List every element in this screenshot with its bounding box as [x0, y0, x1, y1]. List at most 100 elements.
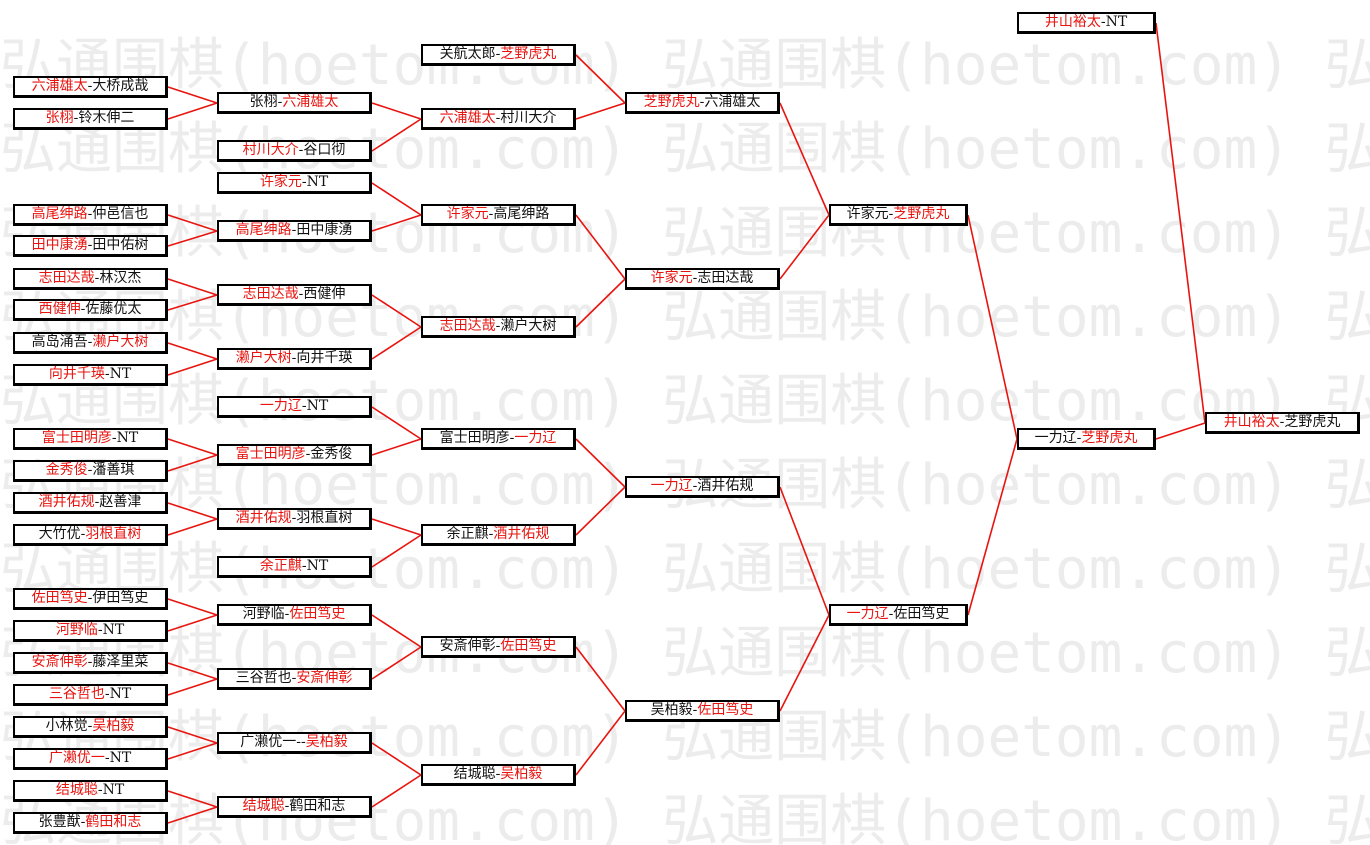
separator: -	[692, 478, 698, 494]
player-b: 濑户大树	[92, 334, 149, 350]
player-a: 许家元	[446, 206, 489, 222]
player-b: 吴柏毅	[305, 734, 348, 750]
player-b: 鹤田和志	[85, 814, 142, 830]
player-b: NT	[109, 366, 132, 382]
player-b: 铃木伸二	[78, 110, 135, 126]
connector-line	[167, 278, 218, 296]
separator: -	[80, 814, 86, 830]
match-box-r3-5: 富士田明彦-一力辽	[421, 428, 576, 450]
match-box-r4-3: 一力辽-酒井佑规	[625, 476, 780, 498]
player-a: 河野临	[242, 606, 285, 622]
match-box-r1-20: 张豊猷-鹤田和志	[13, 812, 168, 834]
separator: -	[495, 638, 501, 654]
player-b: 芝野虎丸	[1284, 414, 1341, 430]
player-b: 芝野虎丸	[1081, 430, 1138, 446]
separator: --	[296, 734, 306, 750]
player-a: 六浦雄太	[31, 78, 88, 94]
player-a: 一力辽	[1034, 430, 1077, 446]
match-box-r1-3: 高尾绅路-仲邑信也	[13, 204, 168, 226]
connector-line	[167, 614, 218, 632]
separator: -	[277, 94, 283, 110]
player-a: 许家元	[846, 206, 889, 222]
connector-line	[167, 518, 218, 536]
match-box-r2-6: 濑户大树-向井千瑛	[217, 348, 372, 370]
player-a: 河野临	[55, 622, 98, 638]
player-b: 佐田笃史	[289, 606, 346, 622]
connector-line	[167, 598, 218, 616]
connector-line	[575, 278, 626, 328]
connector-line	[967, 438, 1018, 616]
match-box-r4-2: 许家元-志田达哉	[625, 268, 780, 290]
connector-line	[167, 358, 218, 376]
connector-line	[371, 102, 422, 120]
separator: -	[699, 94, 705, 110]
player-b: 一力辽	[514, 430, 557, 446]
connector-line	[371, 438, 422, 456]
separator: -	[509, 430, 515, 446]
connector-line	[371, 646, 422, 680]
player-a: 余正麒	[259, 558, 302, 574]
player-b: 羽根直树	[296, 510, 353, 526]
match-box-r2-11: 河野临-佐田笃史	[217, 604, 372, 626]
match-box-r1-1: 六浦雄太-大桥成哉	[13, 76, 168, 98]
player-a: 小林觉	[45, 718, 88, 734]
connector-line	[167, 662, 218, 680]
connector-line	[779, 614, 830, 712]
player-a: 志田达哉	[439, 318, 496, 334]
match-box-final: 井山裕太-芝野虎丸	[1205, 412, 1360, 434]
separator: -	[692, 270, 698, 286]
separator: -	[87, 237, 93, 253]
player-a: 村川大介	[242, 142, 299, 158]
player-b: NT	[306, 398, 329, 414]
connector-line	[371, 182, 422, 216]
match-box-r1-15: 安斎伸彰-藤泽里菜	[13, 652, 168, 674]
separator: -	[291, 510, 297, 526]
player-b: 佐田笃史	[893, 606, 950, 622]
player-a: 高尾绅路	[31, 206, 88, 222]
separator: -	[888, 206, 894, 222]
connector-line	[167, 294, 218, 311]
player-a: 余正麒	[446, 526, 489, 542]
separator: -	[97, 622, 103, 638]
connector-line	[575, 102, 626, 120]
player-a: 芝野虎丸	[643, 94, 700, 110]
player-b: 潘善琪	[92, 462, 135, 478]
player-b: 向井千瑛	[296, 350, 353, 366]
player-a: 志田达哉	[38, 270, 95, 286]
separator: -	[104, 686, 110, 702]
separator: -	[291, 670, 297, 686]
connector-line	[575, 646, 626, 712]
match-box-r1-7: 高岛涌吾-濑户大树	[13, 332, 168, 354]
connector-line	[967, 214, 1018, 440]
player-a: 田中康湧	[31, 237, 88, 253]
player-a: 富士田明彦	[439, 430, 510, 446]
match-box-r1-6: 西健伸-佐藤优太	[13, 299, 168, 321]
connector-line	[371, 534, 422, 568]
player-a: 高岛涌吾	[31, 334, 88, 350]
player-b: 佐田笃史	[500, 638, 557, 654]
player-a: 酒井佑规	[38, 494, 95, 510]
match-box-r1-13: 佐田笃史-伊田笃史	[13, 588, 168, 610]
player-a: 一力辽	[650, 478, 693, 494]
connector-line	[371, 518, 422, 536]
player-a: 井山裕太	[1044, 14, 1101, 30]
connector-line	[371, 214, 422, 232]
connector-line	[167, 502, 218, 520]
player-b: 仲邑信也	[92, 206, 149, 222]
player-b: 赵善津	[99, 494, 142, 510]
separator: -	[87, 206, 93, 222]
player-a: 关航太郎	[439, 46, 496, 62]
separator: -	[94, 270, 100, 286]
player-b: 吴柏毅	[500, 766, 543, 782]
separator: -	[495, 766, 501, 782]
separator: -	[87, 718, 93, 734]
match-box-r2-10: 余正麒-NT	[217, 556, 372, 578]
connector-line	[779, 214, 830, 280]
player-a: 濑户大树	[235, 350, 292, 366]
player-a: 酒井佑规	[235, 510, 292, 526]
match-box-r3-3: 许家元-高尾绅路	[421, 204, 576, 226]
match-box-r3-1: 关航太郎-芝野虎丸	[421, 44, 576, 66]
player-b: NT	[306, 174, 329, 190]
match-box-r1-17: 小林觉-吴柏毅	[13, 716, 168, 738]
player-b: 佐田笃史	[697, 702, 754, 718]
